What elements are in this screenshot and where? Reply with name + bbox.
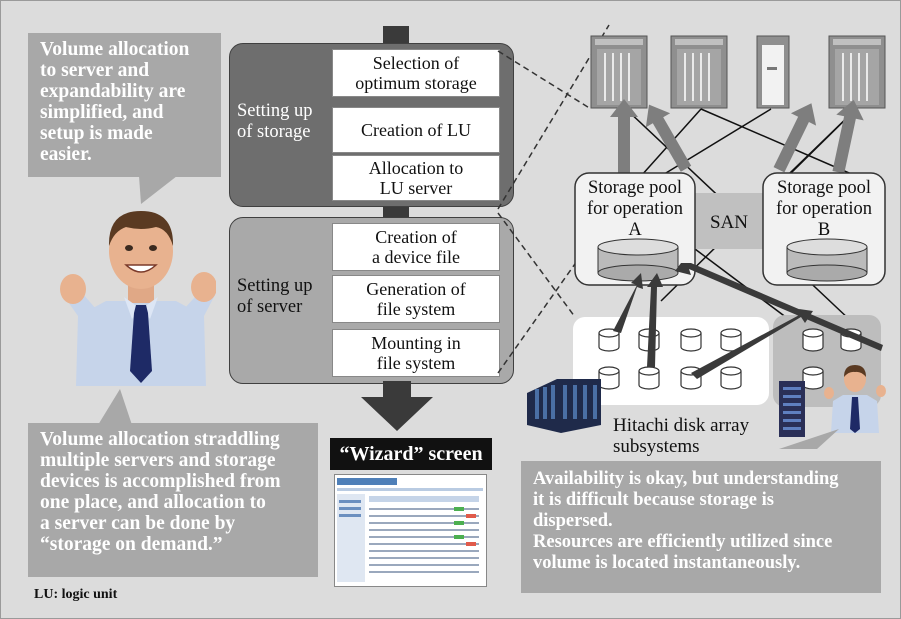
disk-cylinder-icon (720, 366, 742, 390)
label-line: Setting up (237, 101, 313, 121)
dashed-link (497, 50, 592, 110)
bubble-tail (139, 176, 177, 204)
disk-cylinder-icon (597, 238, 679, 282)
step-text: Selection of (372, 53, 460, 73)
step-text: optimum storage (355, 73, 477, 93)
businessman-cheering-icon (824, 365, 886, 433)
step-text: Mounting in (371, 333, 461, 353)
rack-server-icon (756, 35, 790, 109)
disk-cylinder-icon (638, 366, 660, 390)
step-text: Creation of LU (361, 120, 471, 140)
pool-label-line: B (817, 220, 831, 240)
disk-cylinder-icon (680, 328, 702, 352)
bubble-line: Resources are efficiently utilized since (533, 532, 833, 552)
bubble-line: simplified, and (40, 102, 164, 123)
disk-array-group-left (573, 317, 769, 405)
bubble-line: a server can be done by (40, 513, 236, 534)
disk-cylinder-icon (720, 328, 742, 352)
dashed-link (497, 212, 576, 318)
step-text: file system (376, 353, 456, 373)
label-line: of storage (237, 122, 311, 142)
label-line: of server (237, 297, 303, 317)
pool-a-label: Storage pool for operation A (575, 178, 695, 241)
wizard-title: “Wizard” screen (330, 438, 492, 470)
bubble-line: Availability is okay, but understanding (533, 469, 839, 489)
bubble-line: Volume allocation straddling (40, 429, 280, 450)
step-text: LU server (379, 178, 453, 198)
rack-server-icon (590, 35, 648, 109)
step-text: Creation of (375, 227, 457, 247)
bubble-line: easier. (40, 144, 92, 165)
server-setup-label: Setting up of server (237, 276, 313, 318)
pool-label-line: for operation (586, 199, 684, 219)
disk-cylinder-icon (802, 328, 824, 352)
storage-setup-label: Setting up of storage (237, 101, 313, 143)
dashed-link (497, 24, 610, 210)
rack-server-icon (670, 35, 728, 109)
pool-label-line: A (628, 220, 642, 240)
step-text: Generation of (366, 279, 466, 299)
bubble-line: “storage on demand.” (40, 534, 223, 555)
disk-cylinder-icon (802, 366, 824, 390)
bubble-line: dispersed. (533, 511, 613, 531)
pool-label-line: Storage pool (776, 178, 872, 198)
label-line: Hitachi disk array (613, 415, 750, 436)
wizard-screen-thumbnail (334, 474, 487, 587)
benefit-bubble-simplified: Volume allocation to server and expandab… (28, 33, 221, 177)
disk-cylinder-icon (786, 238, 868, 282)
bubble-line: setup is made (40, 123, 153, 144)
san-link (690, 245, 792, 322)
disk-cylinder-icon (598, 366, 620, 390)
pool-b-label: Storage pool for operation B (763, 178, 885, 241)
benefit-bubble-dispersed: Availability is okay, but understanding … (521, 461, 881, 593)
san-label: SAN (710, 212, 748, 233)
disk-array-label: Hitachi disk array subsystems (613, 415, 749, 457)
disk-cylinder-icon (598, 328, 620, 352)
down-arrow-icon (361, 381, 433, 431)
bubble-tail (98, 389, 132, 425)
disk-cylinder-icon (598, 328, 862, 390)
footnote: LU: logic unit (34, 587, 118, 602)
benefit-bubble-on-demand: Volume allocation straddling multiple se… (28, 423, 318, 577)
step-text: file system (376, 299, 456, 319)
disk-array-cabinet-icon (779, 381, 805, 437)
rack-server-icon (828, 35, 886, 109)
bubble-tail (779, 429, 839, 449)
bubble-line: to server and (40, 60, 150, 81)
bubble-line: volume is located instantaneously. (533, 553, 801, 573)
bubble-line: one place, and allocation to (40, 492, 266, 513)
pool-label-line: for operation (775, 199, 873, 219)
step-text: a device file (372, 247, 460, 267)
disk-array-cabinet-icon (527, 379, 601, 433)
businessman-cheering-icon (60, 211, 216, 386)
bubble-line: devices is accomplished from (40, 471, 281, 492)
label-line: Setting up (237, 276, 313, 296)
san-link (700, 108, 857, 177)
bubble-line: it is difficult because storage is (533, 490, 774, 510)
bubble-line: expandability are (40, 81, 186, 102)
bubble-line: multiple servers and storage (40, 450, 276, 471)
process-connector (383, 26, 409, 46)
step-text: Allocation to (368, 158, 464, 178)
pool-label-line: Storage pool (587, 178, 683, 198)
san-hub (693, 193, 765, 249)
step-create-lu: Creation of LU (332, 107, 500, 153)
label-line: subsystems (613, 436, 700, 457)
bubble-line: Volume allocation (40, 39, 190, 60)
